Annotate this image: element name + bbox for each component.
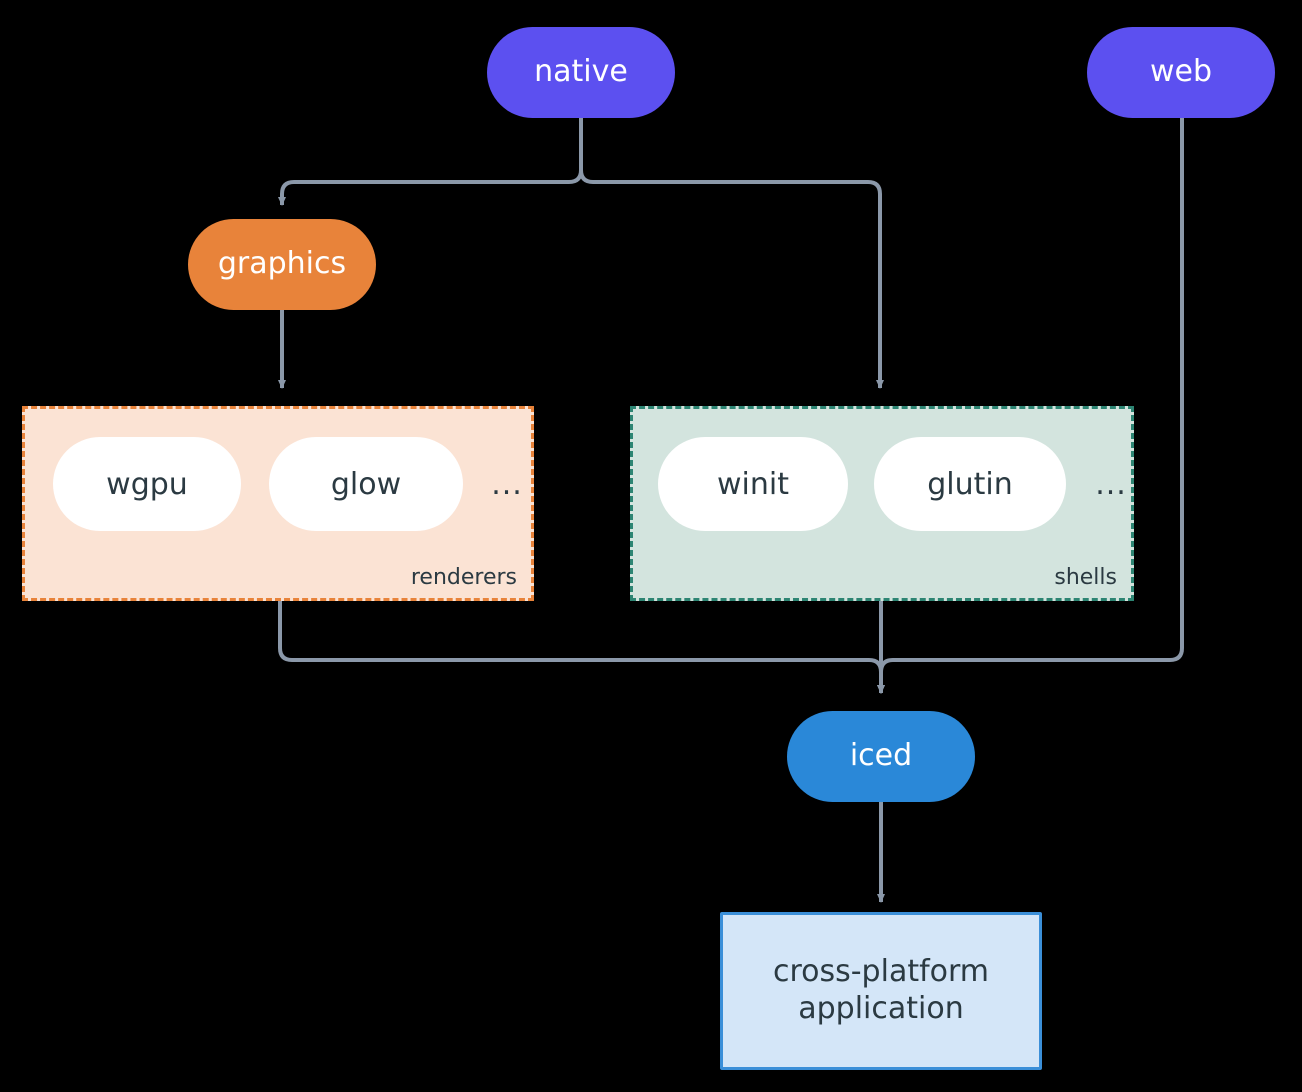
chip-glutin[interactable]: glutin <box>874 437 1066 531</box>
chip-wgpu[interactable]: wgpu <box>53 437 241 531</box>
renderers-overflow-ellipsis: ... <box>491 466 523 502</box>
group-shells: winit glutin ... shells <box>630 406 1134 601</box>
chip-winit-label: winit <box>717 466 789 502</box>
node-native[interactable]: native <box>487 27 675 118</box>
chip-glow-label: glow <box>330 466 402 502</box>
group-renderers-label: renderers <box>410 565 517 590</box>
node-iced[interactable]: iced <box>787 711 975 802</box>
node-web-label: web <box>1149 54 1213 90</box>
node-native-label: native <box>534 54 628 90</box>
chip-glow[interactable]: glow <box>269 437 463 531</box>
application-label-line1: cross-platform <box>772 954 990 990</box>
group-shells-label: shells <box>1054 565 1117 590</box>
edge-native-bus <box>278 118 583 206</box>
node-web[interactable]: web <box>1087 27 1275 118</box>
node-cross-platform-application[interactable]: cross-platform application <box>720 912 1042 1070</box>
shells-overflow-ellipsis: ... <box>1095 466 1127 502</box>
node-graphics[interactable]: graphics <box>188 219 376 310</box>
node-graphics-label: graphics <box>217 246 347 282</box>
chip-winit[interactable]: winit <box>658 437 848 531</box>
group-renderers: wgpu glow ... renderers <box>22 406 534 601</box>
node-iced-label: iced <box>849 738 913 774</box>
chip-wgpu-label: wgpu <box>106 466 188 502</box>
chip-glutin-label: glutin <box>927 466 1013 502</box>
application-label-line2: application <box>798 991 964 1026</box>
edge-native-shells <box>579 118 884 389</box>
edge-renderers-iced <box>278 601 885 694</box>
